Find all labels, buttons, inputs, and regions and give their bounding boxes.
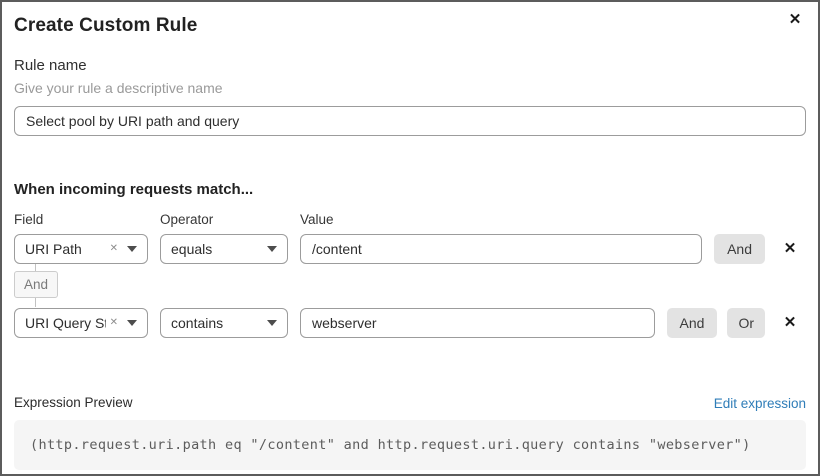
- operator-select[interactable]: equals: [160, 233, 288, 264]
- clear-selection-icon[interactable]: ✕: [109, 316, 118, 328]
- chevron-down-icon: [267, 319, 277, 326]
- delete-row-icon[interactable]: ✕: [783, 314, 797, 331]
- rule-name-label: Rule name: [14, 57, 87, 74]
- condition-row: URI Path ✕ equals And ✕: [14, 233, 806, 264]
- operator-select[interactable]: contains: [160, 307, 288, 338]
- field-select-value: URI Path: [25, 240, 82, 257]
- add-and-condition-button[interactable]: And: [666, 307, 718, 338]
- clear-selection-icon[interactable]: ✕: [109, 242, 118, 254]
- add-or-condition-button[interactable]: Or: [727, 307, 765, 338]
- expression-preview-header: Expression Preview Edit expression: [14, 395, 806, 411]
- rule-name-hint: Give your rule a descriptive name: [14, 80, 223, 96]
- field-column-label: Field: [14, 212, 44, 227]
- operator-select-value: equals: [171, 240, 213, 257]
- expression-preview-label: Expression Preview: [14, 395, 133, 410]
- match-heading: When incoming requests match...: [14, 181, 254, 198]
- and-connector-badge: And: [14, 271, 59, 298]
- edit-expression-link[interactable]: Edit expression: [713, 395, 806, 411]
- expression-code: (http.request.uri.path eq "/content" and…: [30, 437, 751, 453]
- add-and-condition-button[interactable]: And: [714, 233, 765, 264]
- field-select-value: URI Query St...: [25, 314, 106, 331]
- close-icon[interactable]: ✕: [784, 8, 806, 30]
- rule-name-input[interactable]: [14, 106, 806, 136]
- chevron-down-icon: [127, 319, 137, 326]
- field-select[interactable]: URI Query St... ✕: [14, 307, 148, 338]
- chevron-down-icon: [267, 245, 277, 252]
- column-labels: Field Operator Value: [14, 212, 806, 228]
- field-select[interactable]: URI Path ✕: [14, 233, 148, 264]
- condition-connector: And: [14, 264, 806, 307]
- value-input[interactable]: [300, 307, 655, 338]
- condition-row: URI Query St... ✕ contains And Or ✕: [14, 307, 806, 338]
- connector-line: [35, 298, 36, 307]
- dialog-title: Create Custom Rule: [14, 15, 198, 36]
- value-input[interactable]: [300, 233, 703, 264]
- operator-column-label: Operator: [160, 212, 214, 227]
- operator-select-value: contains: [171, 314, 224, 331]
- value-column-label: Value: [300, 212, 334, 227]
- expression-code-block: (http.request.uri.path eq "/content" and…: [14, 420, 806, 470]
- connector-line: [35, 264, 36, 271]
- chevron-down-icon: [127, 245, 137, 252]
- delete-row-icon[interactable]: ✕: [783, 240, 797, 257]
